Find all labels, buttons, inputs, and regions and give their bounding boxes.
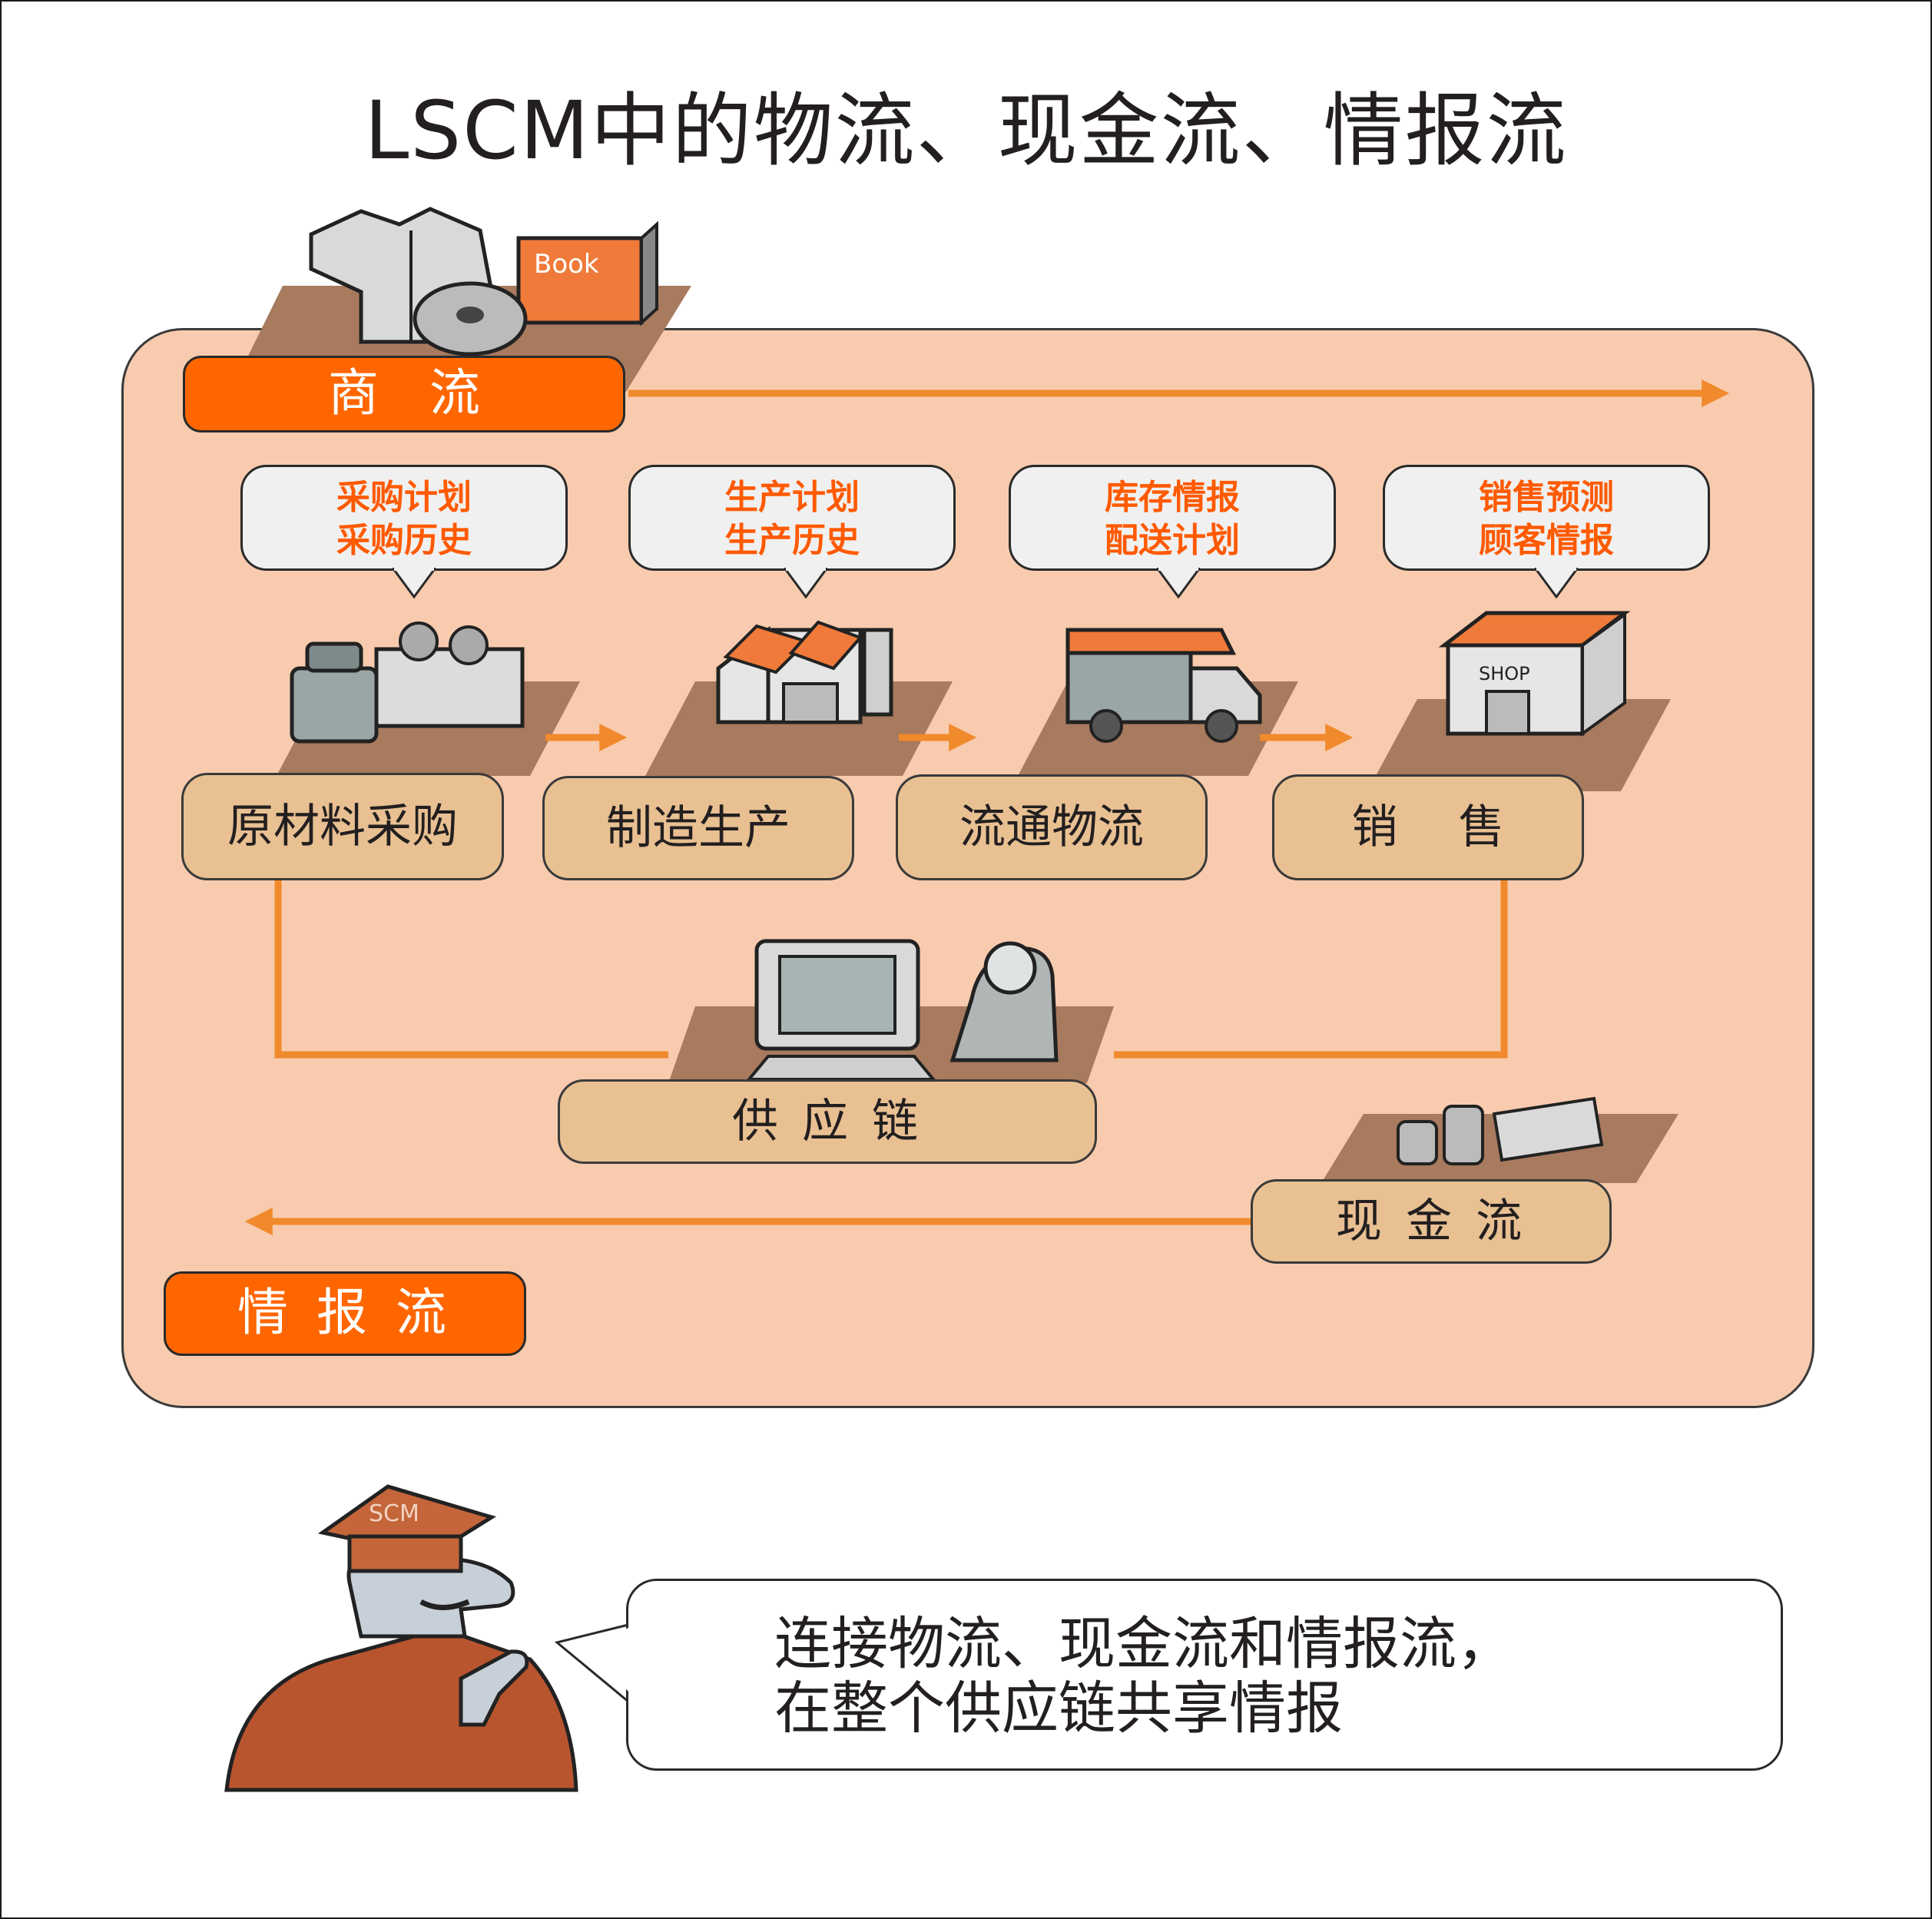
raw-materials-illustration bbox=[290, 621, 525, 744]
info-bubble-manufacturing: 生产计划 生产历史 bbox=[628, 465, 956, 598]
computer-illustration bbox=[668, 939, 1114, 1083]
bubble-line: 顾客情报 bbox=[1479, 521, 1614, 560]
stage-box-manufacturing: 制造生产 bbox=[542, 776, 854, 880]
info-bubble-sales: 销售预测 顾客情报 bbox=[1383, 465, 1710, 598]
speech-line: 在整个供应链共享情报 bbox=[774, 1675, 1343, 1742]
bubble-tail bbox=[784, 568, 827, 598]
stage-box-sales: 销 售 bbox=[1272, 774, 1584, 880]
cash-flow-box: 现 金 流 bbox=[1251, 1179, 1612, 1264]
truck-illustration bbox=[1065, 628, 1262, 743]
book-label: Book bbox=[534, 249, 599, 280]
info-bubble-procurement: 采购计划 采购历史 bbox=[240, 465, 568, 598]
cash-illustration bbox=[1321, 1096, 1678, 1183]
stage-box-logistics: 流通物流 bbox=[896, 774, 1208, 880]
bubble-line: 采购计划 bbox=[336, 478, 472, 517]
cap-label: SCM bbox=[369, 1500, 419, 1527]
bubble-tail bbox=[1157, 568, 1200, 598]
supply-chain-connector-right bbox=[1114, 880, 1508, 1059]
bubble-tail bbox=[1535, 568, 1578, 598]
info-flow-label: 情 报 流 bbox=[164, 1271, 526, 1356]
info-bubble-logistics: 库存情报 配送计划 bbox=[1009, 465, 1336, 598]
bubble-line: 配送计划 bbox=[1105, 521, 1240, 560]
factory-illustration bbox=[716, 620, 893, 724]
bubble-tail bbox=[393, 568, 436, 598]
supply-chain-connector-left bbox=[274, 880, 668, 1059]
shop-sign: SHOP bbox=[1479, 663, 1530, 684]
speech-bubble: 连接物流、现金流和情报流， 在整个供应链共享情报 bbox=[626, 1579, 1783, 1771]
shop-illustration: SHOP bbox=[1438, 611, 1631, 737]
page-title: LSCM中的物流、现金流、情报流 bbox=[364, 84, 1568, 177]
supply-chain-box: 供 应 链 bbox=[558, 1079, 1097, 1164]
speech-text: 连接物流、现金流和情报流， 在整个供应链共享情报 bbox=[774, 1612, 1513, 1741]
bubble-line: 库存情报 bbox=[1105, 478, 1240, 517]
bubble-line: 生产计划 bbox=[724, 478, 860, 517]
professor-character: SCM bbox=[224, 1484, 578, 1792]
bubble-line: 采购历史 bbox=[336, 521, 472, 560]
bubble-line: 销售预测 bbox=[1479, 478, 1614, 517]
bubble-line: 生产历史 bbox=[724, 521, 860, 560]
speech-line: 连接物流、现金流和情报流， bbox=[774, 1611, 1513, 1677]
commerce-flow-label: 商 流 bbox=[183, 356, 625, 433]
stage-box-procurement: 原材料采购 bbox=[181, 773, 504, 880]
